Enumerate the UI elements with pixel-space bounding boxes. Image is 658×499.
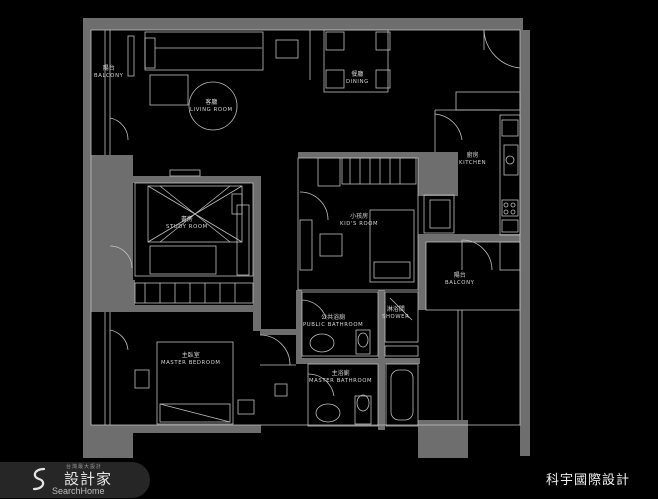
designer-name: 科宇國際設計 bbox=[545, 473, 630, 488]
room-label-master-bath: 主浴廁 MASTER BATHROOM bbox=[309, 370, 373, 384]
floor-plan bbox=[83, 18, 530, 458]
room-label-study: 書房 STUDY ROOM bbox=[166, 216, 208, 230]
logo-subtext: SearchHome bbox=[52, 486, 105, 496]
room-label-kitchen: 廚房 KITCHEN bbox=[459, 152, 487, 166]
walls bbox=[83, 18, 530, 458]
plan-lines bbox=[90, 29, 521, 427]
logo-wordmark: 設計家 bbox=[64, 470, 113, 488]
room-label-master-bed: 主臥室 MASTER BEDROOM bbox=[161, 352, 221, 366]
room-label-balcony-right: 陽台 BALCONY bbox=[445, 272, 475, 286]
room-label-living: 客廳 LIVING ROOM bbox=[190, 99, 233, 113]
room-label-dining: 餐廳 DINING bbox=[346, 71, 369, 85]
room-label-public-bath: 公共浴廁 PUBLIC BATHROOM bbox=[303, 314, 364, 328]
logo-swirl-icon bbox=[32, 467, 46, 491]
logo-badge bbox=[0, 462, 150, 498]
room-label-kids: 小孩房 KID'S ROOM bbox=[340, 213, 379, 227]
room-label-shower: 淋浴間 SHOWER bbox=[382, 306, 410, 320]
room-label-balcony-left: 陽台 BALCONY bbox=[94, 65, 124, 79]
logo-tagline: 台灣最大設計 bbox=[66, 464, 103, 470]
